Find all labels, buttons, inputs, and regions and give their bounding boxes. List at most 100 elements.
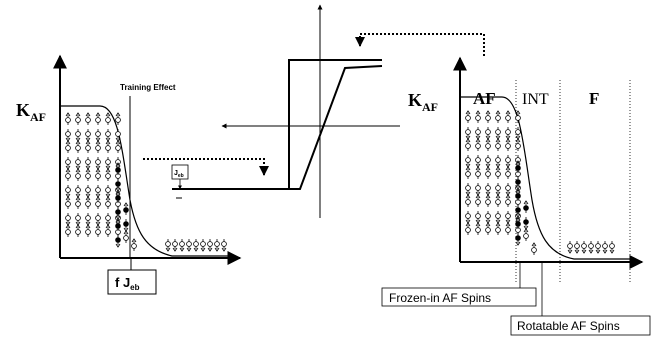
- spin-arrow: [105, 213, 111, 226]
- spin-arrow: [95, 129, 101, 142]
- fjeb-box: [107, 269, 157, 295]
- training-effect-label: Training Effect: [120, 83, 176, 92]
- spin-arrow: [105, 157, 111, 170]
- right-dotted-arrow: [355, 33, 485, 56]
- spin-arrow: [465, 127, 471, 140]
- spin-arrow: [179, 239, 185, 252]
- spin-arrow: [75, 168, 81, 181]
- spin-arrow: [515, 110, 521, 123]
- spin-arrow: [75, 196, 81, 209]
- spin-arrow: [523, 200, 529, 213]
- spin-arrow: [505, 166, 511, 179]
- spin-arrow: [105, 185, 111, 198]
- spin-arrow: [105, 168, 111, 181]
- spin-arrow: [485, 138, 491, 151]
- spin-arrow: [465, 222, 471, 235]
- center-dotted-arrow: [143, 158, 269, 176]
- spin-arrow: [495, 222, 501, 235]
- spin-arrow: [172, 239, 178, 252]
- spin-arrow: [475, 166, 481, 179]
- spin-arrow: [214, 239, 220, 252]
- spin-arrow: [75, 224, 81, 237]
- spin-arrow: [193, 239, 199, 252]
- spin-arrow: [531, 242, 537, 255]
- spin-arrow: [523, 217, 529, 230]
- spin-arrow: [485, 110, 491, 123]
- spin-arrow: [475, 127, 481, 140]
- spin-arrow: [115, 179, 121, 192]
- frozen-callout-box: [381, 287, 537, 307]
- spin-arrow: [495, 183, 501, 196]
- spin-arrow: [505, 127, 511, 140]
- spin-arrow: [115, 218, 121, 231]
- spin-arrow: [475, 222, 481, 235]
- spin-arrow: [505, 222, 511, 235]
- spin-arrow: [475, 110, 481, 123]
- spin-arrow: [105, 112, 111, 125]
- spin-arrow: [515, 160, 521, 173]
- rotatable-callout-label: Rotatable AF Spins: [517, 319, 620, 333]
- spin-arrow: [465, 155, 471, 168]
- spin-arrow: [105, 224, 111, 237]
- spin-arrow: [95, 196, 101, 209]
- spin-arrow: [115, 112, 121, 125]
- spin-arrow: [515, 138, 521, 151]
- spin-arrow: [95, 168, 101, 181]
- spin-arrow: [165, 239, 171, 252]
- spin-arrow: [505, 211, 511, 224]
- rotatable-callout-box: [510, 315, 651, 336]
- spin-arrow: [85, 213, 91, 226]
- spin-arrow: [574, 241, 580, 254]
- spin-arrow: [221, 239, 227, 252]
- spin-arrow: [65, 224, 71, 237]
- spin-arrow: [131, 238, 137, 251]
- spin-arrow: [115, 140, 121, 153]
- spin-arrow: [515, 127, 521, 140]
- spin-arrow: [465, 166, 471, 179]
- spin-arrow: [485, 222, 491, 235]
- spin-arrow: [95, 157, 101, 170]
- spin-arrow: [85, 196, 91, 209]
- spin-arrow: [75, 112, 81, 125]
- center-panel: Jeb: [143, 4, 485, 218]
- spin-arrow: [609, 241, 615, 254]
- spin-arrow: [115, 129, 121, 142]
- left-spins: [65, 112, 227, 252]
- spin-arrow: [75, 129, 81, 142]
- right-anisotropy-curve: [460, 96, 632, 260]
- spin-arrow: [465, 110, 471, 123]
- spin-arrow: [65, 157, 71, 170]
- spin-arrow: [65, 140, 71, 153]
- spin-arrow: [75, 185, 81, 198]
- region-int-label: INT: [522, 91, 549, 108]
- spin-arrow: [485, 155, 491, 168]
- region-af-label: AF: [473, 89, 496, 108]
- spin-arrow: [186, 239, 192, 252]
- spin-arrow: [475, 211, 481, 224]
- spin-arrow: [485, 183, 491, 196]
- spin-arrow: [65, 112, 71, 125]
- spin-arrow: [65, 168, 71, 181]
- spin-arrow: [515, 216, 521, 229]
- spin-arrow: [123, 230, 129, 243]
- spin-arrow: [115, 235, 121, 248]
- right-spins: [465, 110, 615, 255]
- spin-arrow: [105, 140, 111, 153]
- fjeb-label: f Jeb: [115, 275, 140, 292]
- spin-arrow: [65, 129, 71, 142]
- spin-arrow: [505, 194, 511, 207]
- spin-arrow: [465, 138, 471, 151]
- spin-arrow: [495, 110, 501, 123]
- spin-arrow: [602, 241, 608, 254]
- spin-arrow: [75, 140, 81, 153]
- spin-arrow: [95, 213, 101, 226]
- spin-arrow: [485, 127, 491, 140]
- spin-arrow: [95, 185, 101, 198]
- spin-arrow: [515, 233, 521, 246]
- spin-arrow: [495, 211, 501, 224]
- region-f-label: F: [589, 89, 599, 108]
- spin-arrow: [495, 155, 501, 168]
- frozen-callout-label: Frozen-in AF Spins: [389, 291, 491, 305]
- spin-arrow: [505, 138, 511, 151]
